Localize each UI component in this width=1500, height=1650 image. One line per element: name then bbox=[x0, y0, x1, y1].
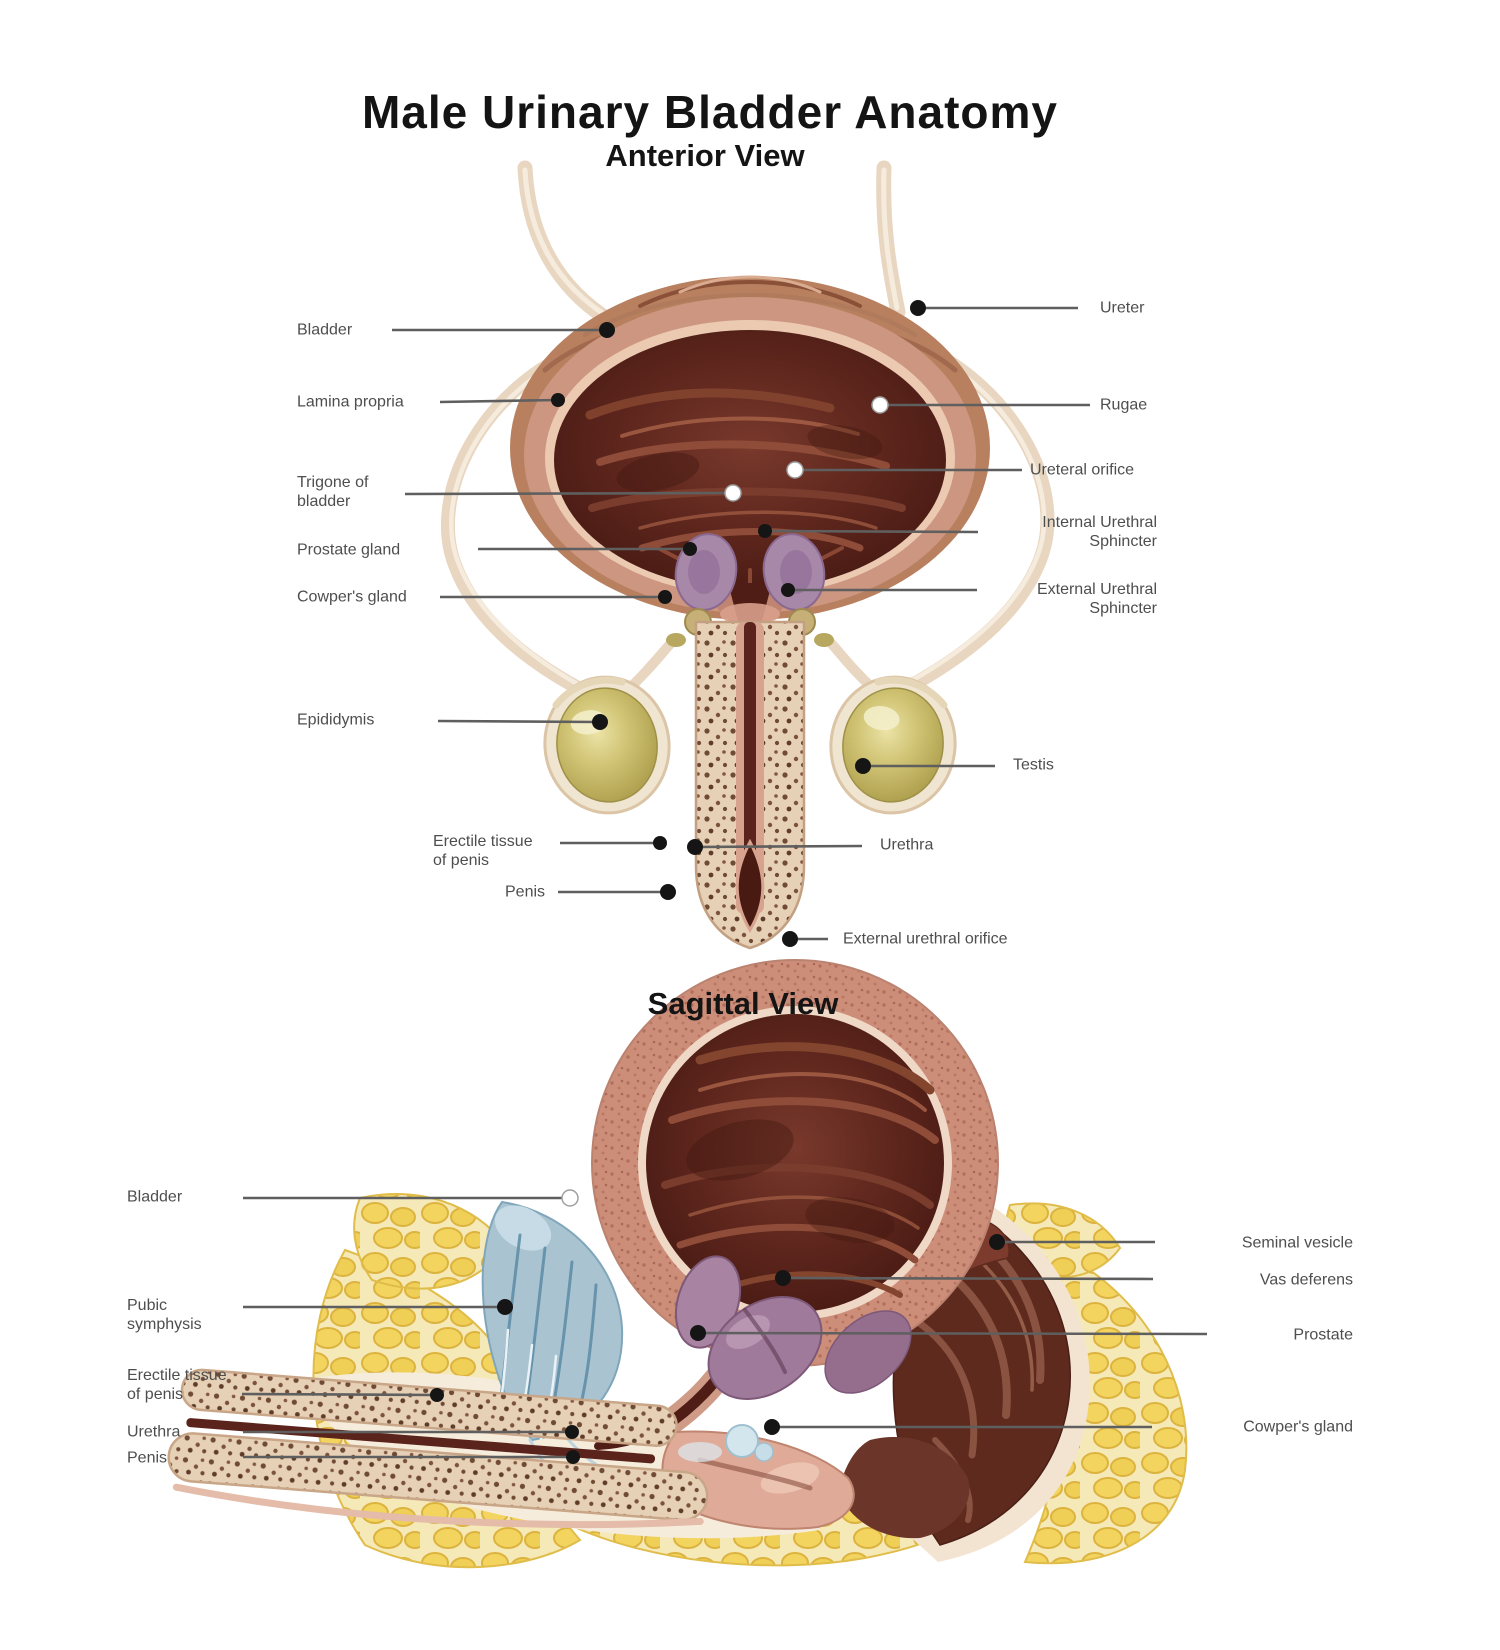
label-anterior-external-sphincter: External Urethral Sphincter bbox=[1036, 581, 1157, 617]
leader-sagittal-erectile-tissue bbox=[241, 1388, 444, 1402]
page-title: Male Urinary Bladder Anatomy bbox=[361, 86, 1059, 138]
leader-sagittal-seminal-vesicle bbox=[989, 1234, 1155, 1250]
leader-anterior-bladder bbox=[392, 322, 615, 338]
label-sagittal-bladder: Bladder bbox=[127, 1188, 183, 1206]
label-anterior-lamina-propria: Lamina propria bbox=[297, 393, 404, 411]
label-sagittal-prostate: Prostate bbox=[1293, 1326, 1353, 1344]
leader-anterior-lamina-propria bbox=[439, 393, 565, 407]
label-anterior-prostate-gland: Prostate gland bbox=[297, 541, 401, 559]
label-sagittal-vas-deferens: Vas deferens bbox=[1259, 1271, 1353, 1289]
leader-sagittal-cowpers bbox=[764, 1419, 1152, 1435]
leader-anterior-cowpers bbox=[440, 590, 672, 604]
leader-anterior-epididymis bbox=[437, 714, 608, 730]
leader-anterior-ureteral-orifice bbox=[786, 461, 1022, 479]
label-anterior-external-orifice: External urethral orifice bbox=[843, 930, 1008, 948]
leader-lines bbox=[241, 300, 1208, 1464]
bladder-body bbox=[524, 297, 976, 613]
leader-anterior-penis bbox=[558, 884, 676, 900]
sagittal-rugae bbox=[661, 1042, 939, 1298]
label-sagittal-penis: Penis bbox=[127, 1449, 168, 1467]
leader-anterior-prostate bbox=[478, 542, 697, 556]
label-anterior-erectile-tissue: Erectile tissue of penis bbox=[433, 833, 533, 869]
label-anterior-trigone: Trigone of bladder bbox=[297, 474, 369, 510]
leader-anterior-trigone bbox=[404, 484, 742, 502]
label-anterior-ureteral-orifice: Ureteral orifice bbox=[1030, 461, 1135, 479]
leader-sagittal-bladder bbox=[243, 1189, 579, 1207]
label-anterior-bladder: Bladder bbox=[297, 321, 353, 339]
sagittal-prostate-shape bbox=[674, 1255, 912, 1400]
sagittal-bladder bbox=[591, 959, 999, 1367]
sagittal-penis-shaft bbox=[167, 1368, 709, 1529]
label-anterior-testis: Testis bbox=[1013, 756, 1054, 774]
label-anterior-penis: Penis bbox=[505, 883, 546, 901]
leader-anterior-ureter bbox=[910, 300, 1078, 316]
label-anterior-urethra: Urethra bbox=[880, 836, 934, 854]
label-sagittal-seminal-vesicle: Seminal vesicle bbox=[1241, 1234, 1353, 1252]
label-anterior-internal-sphincter: Internal Urethral Sphincter bbox=[1042, 514, 1157, 550]
rugae-folds bbox=[585, 388, 906, 552]
penis-shaft bbox=[694, 620, 806, 950]
label-sagittal-urethra: Urethra bbox=[127, 1423, 181, 1441]
leader-anterior-erectile-tissue bbox=[560, 836, 667, 850]
label-anterior-rugae: Rugae bbox=[1100, 396, 1148, 414]
leader-sagittal-pubic-symphysis bbox=[243, 1299, 513, 1315]
leader-anterior-urethra bbox=[687, 839, 863, 855]
label-sagittal-pubic-symphysis: Pubic symphysis bbox=[127, 1297, 202, 1333]
leader-anterior-rugae bbox=[871, 396, 1090, 414]
label-sagittal-cowpers-gland: Cowper's gland bbox=[1243, 1418, 1353, 1436]
label-anterior-cowpers-gland: Cowper's gland bbox=[297, 588, 407, 606]
leader-anterior-internal-sphincter bbox=[758, 524, 979, 538]
leader-sagittal-urethra bbox=[243, 1425, 579, 1439]
label-anterior-ureter: Ureter bbox=[1100, 299, 1145, 317]
testes bbox=[543, 675, 957, 815]
sagittal-illustration bbox=[167, 959, 1188, 1569]
leader-anterior-external-sphincter bbox=[781, 583, 977, 597]
label-sagittal-erectile-tissue: Erectile tissue of penis bbox=[127, 1367, 227, 1403]
sagittal-cowpers-gland-shape bbox=[678, 1424, 774, 1462]
label-anterior-epididymis: Epididymis bbox=[297, 711, 375, 729]
anterior-view-heading: Anterior View bbox=[605, 138, 805, 173]
leader-sagittal-prostate bbox=[690, 1325, 1208, 1341]
leader-anterior-external-orifice bbox=[782, 931, 828, 947]
sagittal-view-heading: Sagittal View bbox=[647, 986, 839, 1021]
leader-anterior-testis bbox=[855, 758, 995, 774]
anterior-illustration bbox=[440, 160, 1055, 950]
leader-sagittal-penis bbox=[243, 1450, 580, 1464]
leader-sagittal-vas-deferens bbox=[775, 1270, 1154, 1286]
ureters-and-cords bbox=[440, 160, 1055, 712]
